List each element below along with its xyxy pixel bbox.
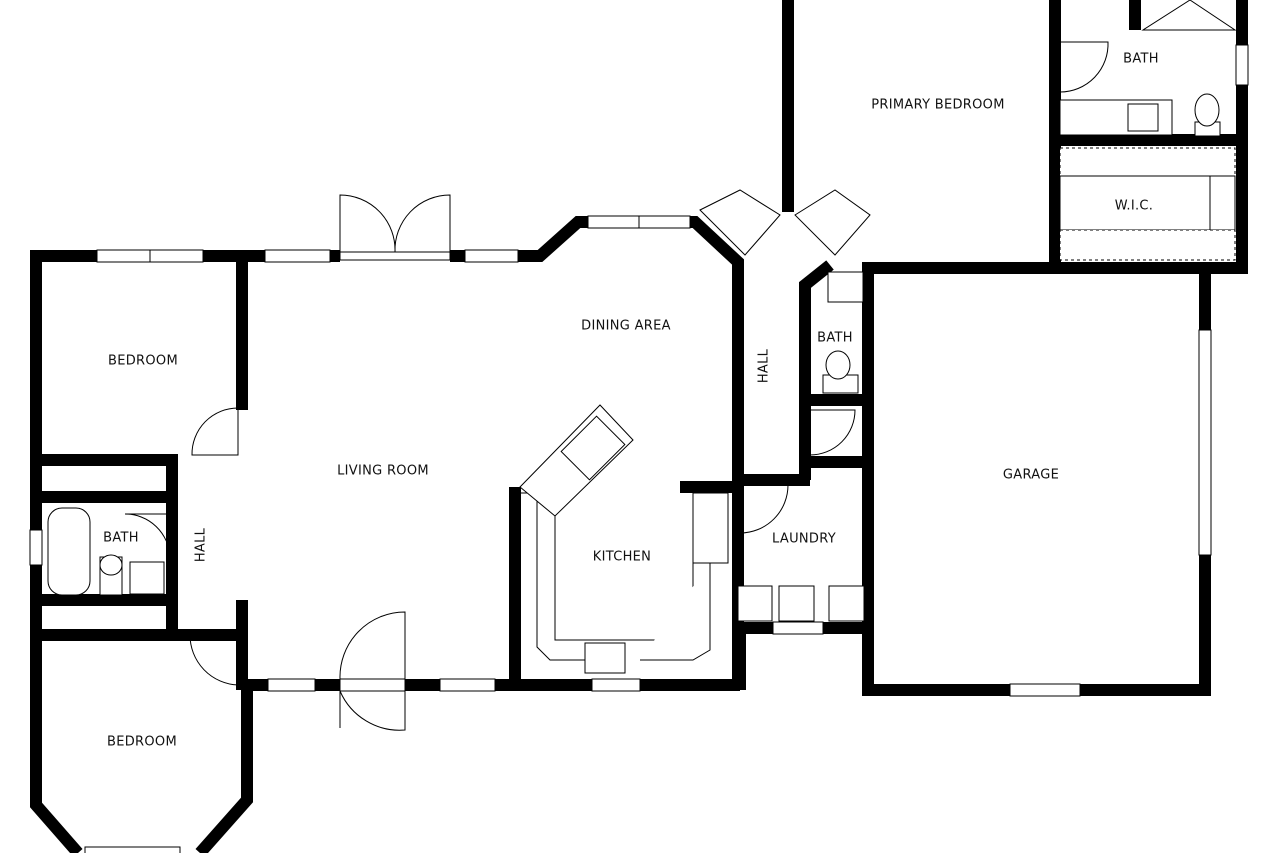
room-label-laundry: LAUNDRY xyxy=(772,531,836,547)
room-label-primary-bath: BATH xyxy=(1123,51,1159,67)
room-label-wic: W.I.C. xyxy=(1114,198,1154,214)
room-label-bedroom-top: BEDROOM xyxy=(108,353,178,369)
room-label-living: LIVING ROOM xyxy=(337,463,429,479)
room-label-hall-left: HALL xyxy=(193,527,209,563)
room-label-hall-center: HALL xyxy=(756,348,772,384)
room-label-kitchen: KITCHEN xyxy=(592,549,652,565)
room-label-bath-left: BATH xyxy=(103,530,139,546)
doors xyxy=(124,0,1237,731)
room-label-bedroom-bottom: BEDROOM xyxy=(107,734,177,750)
room-label-garage: GARAGE xyxy=(1002,467,1060,483)
room-label-primary-bedroom: PRIMARY BEDROOM xyxy=(871,97,1005,113)
windows xyxy=(29,44,1249,853)
room-label-bath-center: BATH xyxy=(817,330,853,346)
fixtures xyxy=(47,93,1236,674)
room-label-dining: DINING AREA xyxy=(581,318,671,334)
